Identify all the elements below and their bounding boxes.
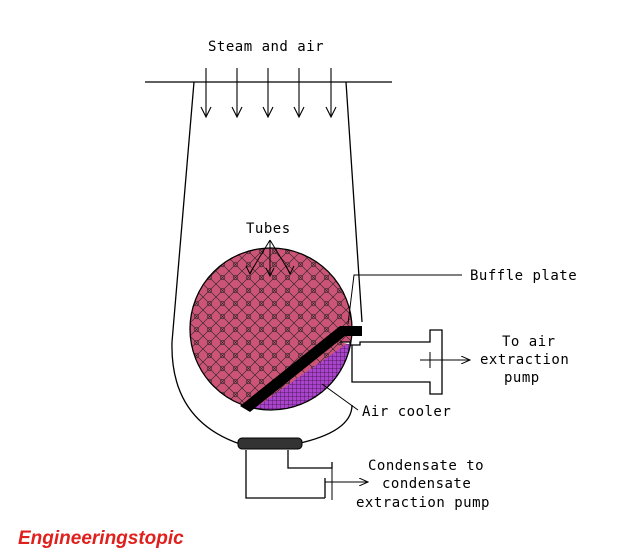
condensate-label-3: extraction pump bbox=[356, 495, 490, 511]
to-air-label-3: pump bbox=[504, 370, 540, 386]
condensate-pipe bbox=[245, 450, 333, 499]
to-air-label-1: To air bbox=[502, 334, 556, 350]
buffle-plate-leader bbox=[347, 274, 462, 325]
condenser-shell bbox=[171, 81, 363, 445]
air-cooler-leader bbox=[321, 383, 359, 411]
baffle-plate bbox=[240, 326, 362, 412]
tubes-label: Tubes bbox=[246, 221, 291, 237]
condensate-flange bbox=[237, 437, 303, 450]
steam-air-label: Steam and air bbox=[208, 39, 324, 55]
buffle-plate-label: Buffle plate bbox=[470, 268, 577, 284]
air-cooler-label: Air cooler bbox=[362, 404, 451, 420]
condensate-label-1: Condensate to bbox=[368, 458, 484, 474]
brand-watermark: Engineeringstopic bbox=[18, 528, 184, 549]
air-outlet-pipe bbox=[340, 329, 443, 395]
condensate-label-2: condensate bbox=[382, 476, 471, 492]
tubes-leaders bbox=[245, 239, 295, 278]
to-air-label-2: extraction bbox=[480, 352, 569, 368]
steam-inlet-arrows bbox=[200, 68, 337, 119]
